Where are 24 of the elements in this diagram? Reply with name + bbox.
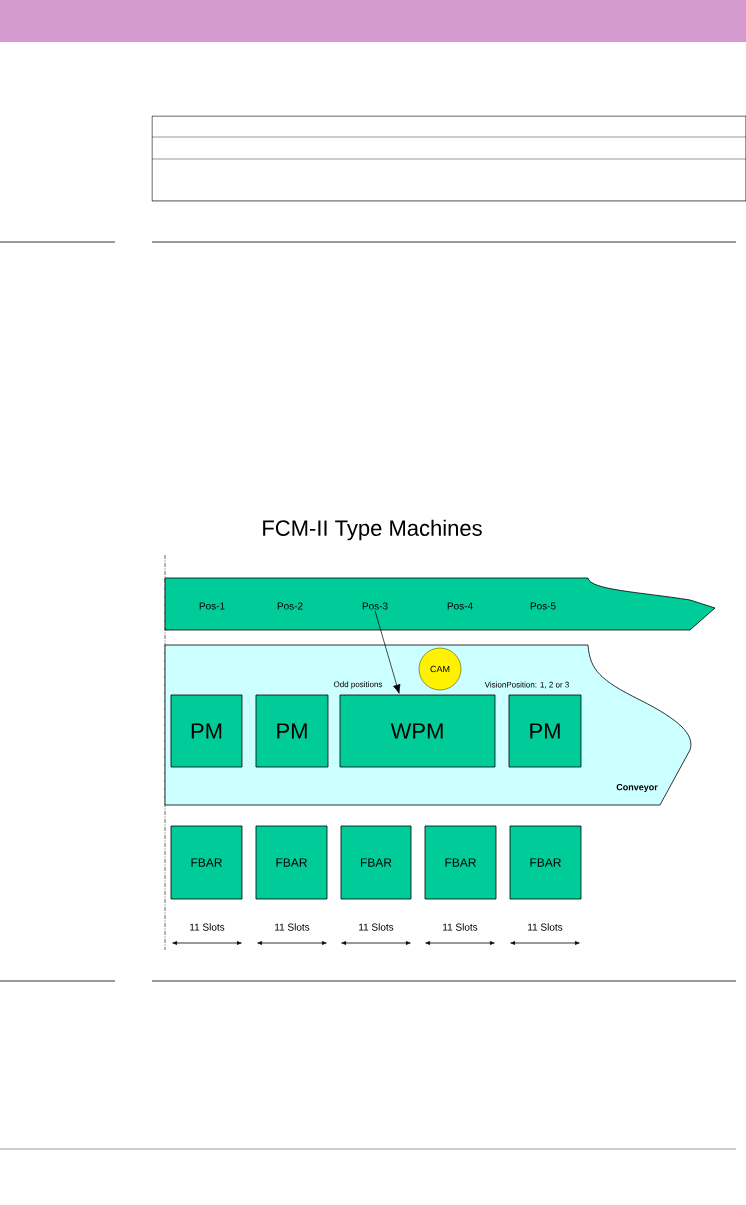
module-box: PM [170, 694, 243, 768]
position-label: Pos-4 [447, 602, 473, 610]
module-box: WPM [339, 694, 496, 768]
annotation-text: Odd positions [333, 681, 383, 689]
position-label: Pos-1 [199, 602, 225, 610]
slot-count-label: 11 Slots [359, 923, 394, 931]
position-label: Pos-5 [530, 602, 556, 610]
slot-count-label: 11 Slots [443, 923, 478, 931]
position-label: Pos-2 [277, 602, 303, 610]
module-box: PM [255, 694, 329, 768]
position-label: Pos-3 [362, 602, 388, 610]
feeder-bar-box: FBAR [255, 825, 328, 900]
arrow [374, 610, 401, 694]
head-band [164, 577, 716, 631]
feeder-bar-box: FBAR [424, 825, 497, 900]
module-box: PM [508, 694, 582, 768]
diagram-title: FCM-II Type Machines [263, 519, 482, 541]
feeder-bar-box: FBAR [509, 825, 582, 900]
slot-count-label: 11 Slots [190, 923, 225, 931]
slot-count-label: 11 Slots [275, 923, 310, 931]
feeder-bar-box: FBAR [340, 825, 412, 900]
feeder-bar-box: FBAR [170, 825, 243, 900]
annotation-text: VisionPosition: 1, 2 or 3 [484, 681, 569, 689]
slot-count-label: 11 Slots [528, 923, 563, 931]
